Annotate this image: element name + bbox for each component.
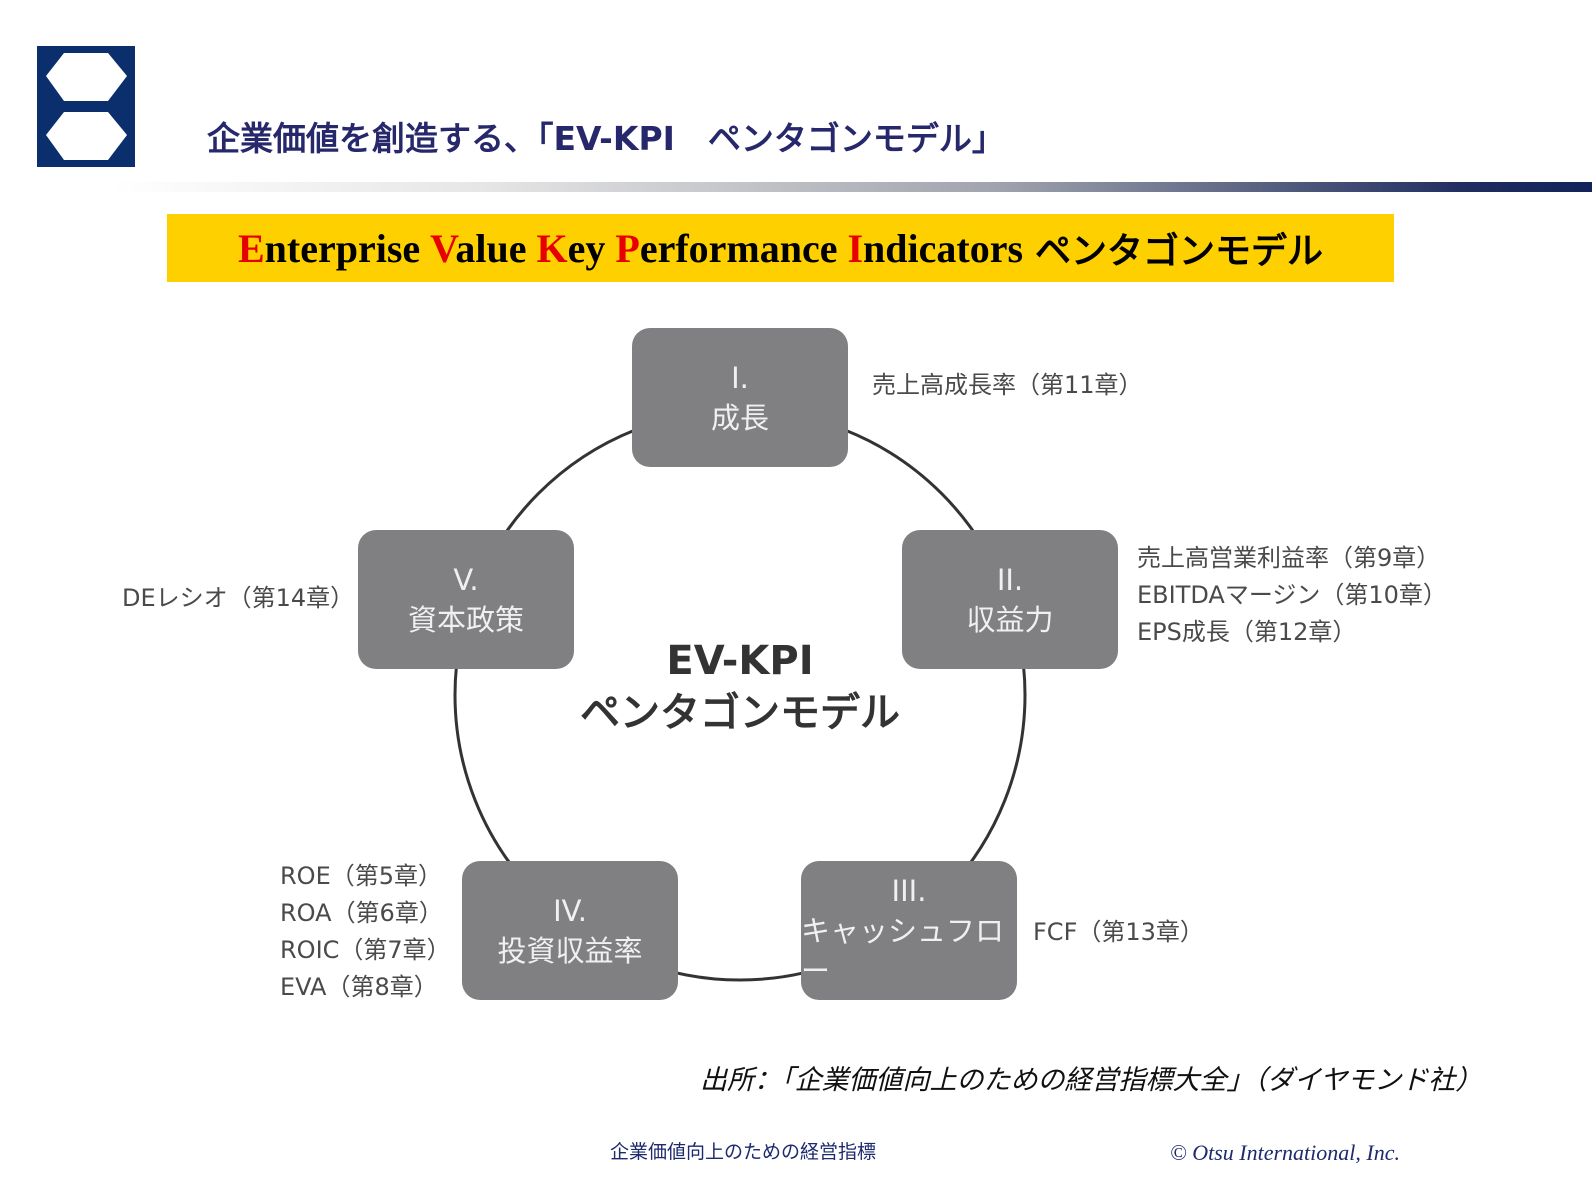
kpi-list-capital-policy: DEレシオ（第14章） [122,580,354,617]
banner-word: Indicators [847,225,1023,272]
node-name: キャッシュフロー [801,913,1005,988]
banner-word-rest: alue [455,225,537,271]
banner-initial: K [536,225,568,271]
banner-initial: I [847,225,864,271]
center-title-line1: EV-KPI [666,638,814,684]
diagram-center-title: EV-KPI ペンタゴンモデル [540,635,940,739]
footer-title: 企業価値向上のための経営指標 [610,1141,877,1163]
kpi-list-return-on-investment: ROE（第5章） ROA（第6章） ROIC（第7章） EVA（第8章） [280,858,451,1006]
node-numeral: V. [453,562,479,597]
kpi-label: 売上高成長率（第11章） [872,371,1143,399]
banner-word-rest: ndicators [863,225,1024,271]
source-citation: 出所：「企業価値向上のための経営指標大全」（ダイヤモンド社） [700,1065,1483,1096]
company-logo [37,46,135,167]
banner-word: Key [536,225,615,272]
subtitle-banner: Enterprise Value Key Performance Indicat… [167,214,1394,282]
kpi-label: EVA（第8章） [280,973,438,1001]
kpi-label: FCF（第13章） [1033,918,1204,946]
node-profitability: II. 収益力 [902,530,1118,669]
kpi-label: EBITDAマージン（第10章） [1137,581,1447,609]
banner-word: Performance [615,225,847,272]
kpi-list-profitability: 売上高営業利益率（第9章） EBITDAマージン（第10章） EPS成長（第12… [1137,540,1447,651]
node-return-on-investment: IV. 投資収益率 [462,861,678,1000]
header-divider [110,182,1592,192]
hexagon-logo-icon [46,53,127,160]
node-cashflow: III. キャッシュフロー [801,861,1017,1000]
banner-initial: V [430,225,456,271]
node-numeral: III. [891,873,927,908]
kpi-label: DEレシオ（第14章） [122,584,355,612]
banner-word-rest: ey [567,225,616,271]
kpi-label: ROA（第6章） [280,899,443,927]
node-name: 収益力 [966,602,1054,637]
kpi-list-growth: 売上高成長率（第11章） [872,367,1143,404]
banner-initial: E [237,225,265,271]
kpi-label: ROIC（第7章） [280,936,451,964]
center-title-line2: ペンタゴンモデル [580,690,900,736]
kpi-label: ROE（第5章） [280,862,442,890]
banner-word-rest: erformance [639,225,848,271]
node-numeral: IV. [553,893,587,928]
node-name: 投資収益率 [497,933,643,968]
node-name: 成長 [710,400,769,435]
footer-copyright: © Otsu International, Inc. [1170,1140,1400,1165]
banner-word: Value [430,225,536,272]
banner-word-rest: nterprise [264,225,431,271]
node-growth: I. 成長 [632,328,848,467]
page-title: 企業価値を創造する、「EV-KPI ペンタゴンモデル」 [207,119,1005,158]
banner-initial: P [615,225,640,271]
banner-suffix: ペンタゴンモデル [1035,231,1324,272]
node-capital-policy: V. 資本政策 [358,530,574,669]
node-name: 資本政策 [407,602,524,637]
node-numeral: I. [731,360,749,395]
node-numeral: II. [996,562,1024,597]
kpi-list-cashflow: FCF（第13章） [1033,914,1204,951]
kpi-label: 売上高営業利益率（第9章） [1137,544,1441,572]
kpi-label: EPS成長（第12章） [1137,618,1357,646]
banner-word: Enterprise [238,225,430,272]
